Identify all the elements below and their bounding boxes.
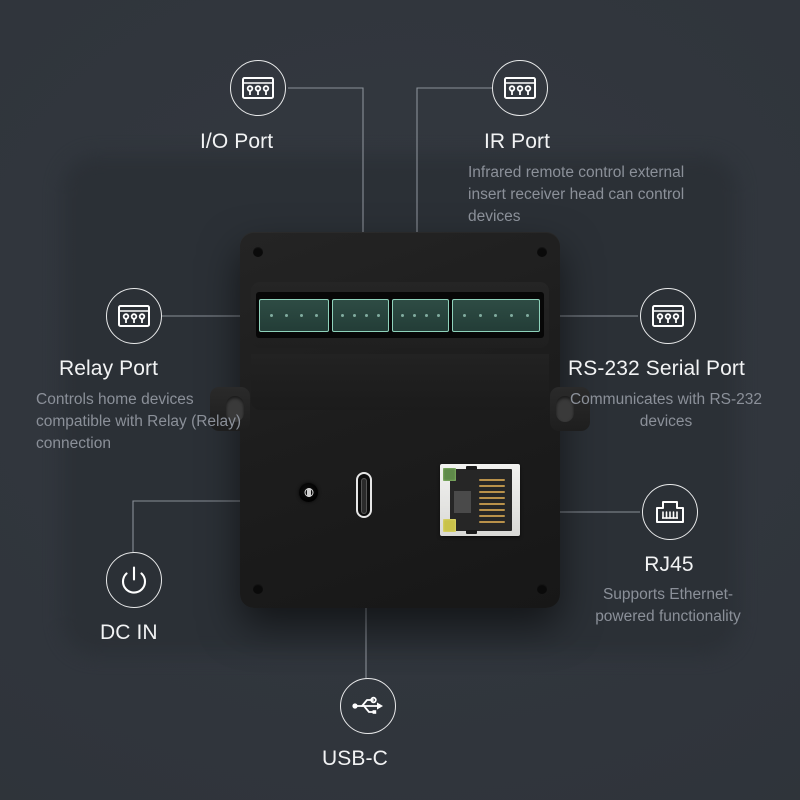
callout-rj45: RJ45 Supports Ethernet-powered functiona…	[595, 484, 756, 628]
callout-description: Infrared remote control external insert …	[468, 164, 685, 225]
callout-dc-in: DC IN	[100, 552, 162, 645]
mounting-slot	[556, 396, 574, 422]
screw-hole-bottom-left	[253, 584, 263, 594]
callout-relay-port: Relay Port Controls home devices compati…	[36, 288, 248, 455]
terminal-block-icon	[106, 288, 162, 344]
rj45-led-green	[443, 468, 456, 481]
callout-title: Relay Port	[59, 357, 159, 380]
rj45-key-notch	[454, 491, 471, 513]
callout-title: I/O Port	[200, 130, 274, 153]
callout-title: DC IN	[100, 621, 158, 644]
rj45-led-yellow	[443, 519, 456, 532]
callout-usb-c: USB-C	[322, 678, 396, 771]
callout-title: USB-C	[322, 747, 388, 770]
terminal-block-3	[392, 298, 449, 332]
rj45-clip-bottom	[466, 530, 477, 534]
terminal-plateau	[251, 282, 549, 348]
callout-title: RS-232 Serial Port	[568, 357, 745, 380]
callout-title: IR Port	[484, 130, 551, 153]
rj45-icon	[642, 484, 698, 540]
callout-io-port: I/O Port	[200, 60, 286, 154]
callout-description: Communicates with RS-232 devices	[569, 391, 763, 430]
terminal-strip	[256, 292, 544, 338]
callout-description: Supports Ethernet-powered functionality	[595, 586, 741, 625]
power-icon	[106, 552, 162, 608]
rj45-contacts	[479, 479, 505, 523]
dc-power-jack	[299, 483, 318, 502]
rj45-cavity	[450, 469, 512, 531]
terminal-block-icon	[230, 60, 286, 116]
terminal-block-1	[259, 298, 329, 332]
terminal-block-4	[452, 298, 540, 332]
terminal-block-2	[332, 298, 389, 332]
callout-description: Controls home devices compatible with Re…	[36, 391, 242, 452]
usb-icon	[340, 678, 396, 734]
mounting-tab-right	[550, 387, 590, 431]
mounting-slot	[226, 396, 244, 422]
mounting-tab-left	[210, 387, 250, 431]
usb-c-port	[356, 472, 372, 518]
screw-hole-bottom-right	[537, 584, 547, 594]
rj45-jack	[440, 464, 520, 536]
screw-hole-top-left	[253, 247, 263, 257]
rj45-clip-top	[466, 466, 477, 470]
lower-plateau	[251, 354, 549, 410]
terminal-block-icon	[492, 60, 548, 116]
screw-hole-top-right	[537, 247, 547, 257]
callout-title: RJ45	[644, 553, 694, 576]
device-body	[210, 232, 590, 608]
terminal-block-icon	[640, 288, 696, 344]
callout-rs232-port: RS-232 Serial Port Communicates with RS-…	[568, 288, 766, 433]
callout-ir-port: IR Port Infrared remote control external…	[468, 60, 720, 228]
